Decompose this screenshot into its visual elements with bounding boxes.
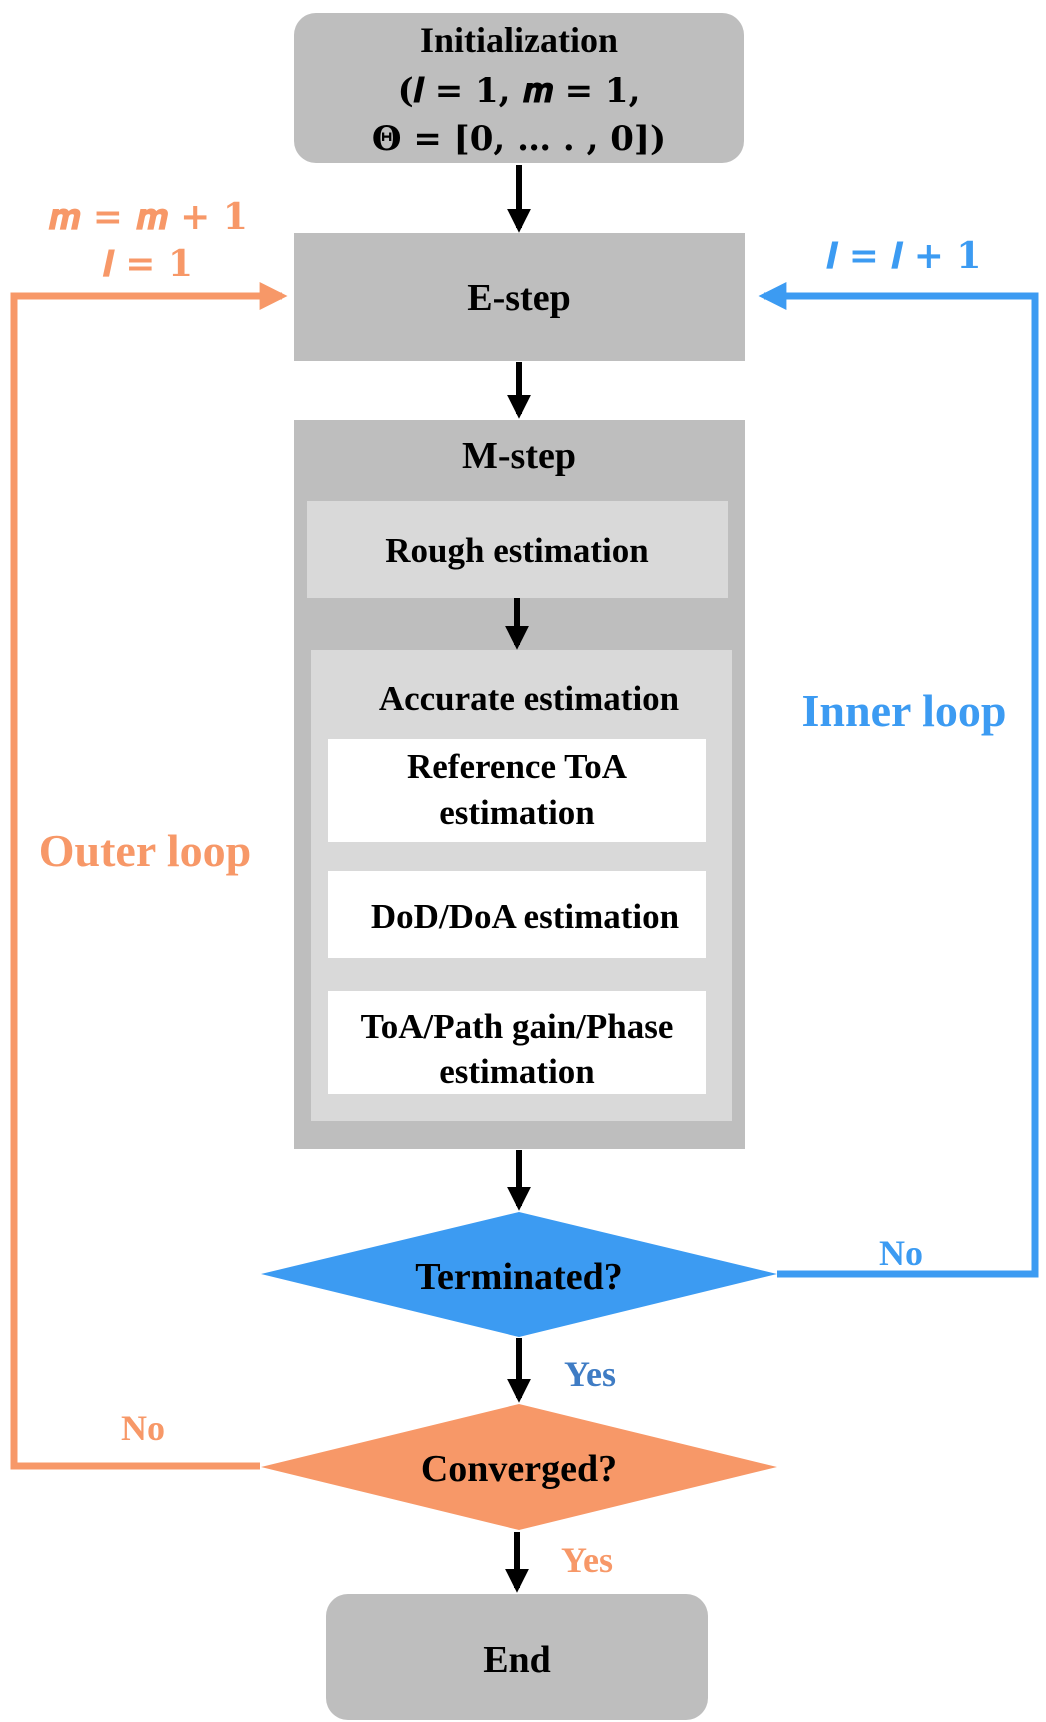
toa-path-gain-phase-line1: ToA/Path gain/Phase bbox=[361, 1007, 674, 1046]
reference-toa-box bbox=[328, 739, 706, 842]
end-box bbox=[326, 1594, 708, 1720]
init-params-line1: (𝒍 = 𝟏, 𝒎 = 𝟏, bbox=[398, 71, 641, 111]
outer-update-l: 𝒍 = 𝟏 bbox=[102, 243, 193, 285]
accurate-estimation-label: Accurate estimation bbox=[379, 679, 679, 718]
reference-toa-line2: estimation bbox=[439, 793, 595, 832]
dod-doa-box bbox=[328, 871, 706, 958]
terminated-label: Terminated? bbox=[415, 1256, 623, 1298]
initialization-box bbox=[294, 13, 744, 163]
converged-diamond bbox=[261, 1404, 777, 1530]
toa-path-gain-phase-line2: estimation bbox=[439, 1052, 595, 1091]
terminated-no-label: No bbox=[879, 1233, 923, 1273]
estep-box bbox=[294, 233, 745, 361]
inner-update-l: 𝒍 = 𝒍 + 𝟏 bbox=[826, 235, 982, 277]
inner-loop-line bbox=[758, 282, 1039, 1278]
outer-loop-line bbox=[10, 282, 288, 1470]
estep-label: E-step bbox=[467, 277, 570, 319]
converged-yes-label: Yes bbox=[561, 1540, 613, 1580]
reference-toa-line1: Reference ToA bbox=[407, 747, 628, 786]
init-params-line2: 𝚯 = [𝟎, … . , 𝟎]) bbox=[372, 119, 666, 159]
inner-loop-label: Inner loop bbox=[802, 685, 1007, 736]
dod-doa-label: DoD/DoA estimation bbox=[371, 897, 679, 936]
terminated-yes-label: Yes bbox=[564, 1354, 616, 1394]
converged-no-label: No bbox=[121, 1408, 165, 1448]
outer-loop-label: Outer loop bbox=[39, 825, 252, 876]
terminated-diamond bbox=[261, 1212, 777, 1337]
outer-update-m: 𝒎 = 𝒎 + 𝟏 bbox=[48, 196, 248, 238]
end-label: End bbox=[483, 1639, 551, 1681]
converged-label: Converged? bbox=[421, 1448, 617, 1490]
init-title: Initialization bbox=[420, 20, 618, 60]
rough-estimation-label: Rough estimation bbox=[385, 531, 649, 570]
mstep-label: M-step bbox=[462, 435, 576, 477]
rough-estimation-box bbox=[307, 501, 728, 598]
toa-path-gain-phase-box bbox=[328, 991, 706, 1094]
